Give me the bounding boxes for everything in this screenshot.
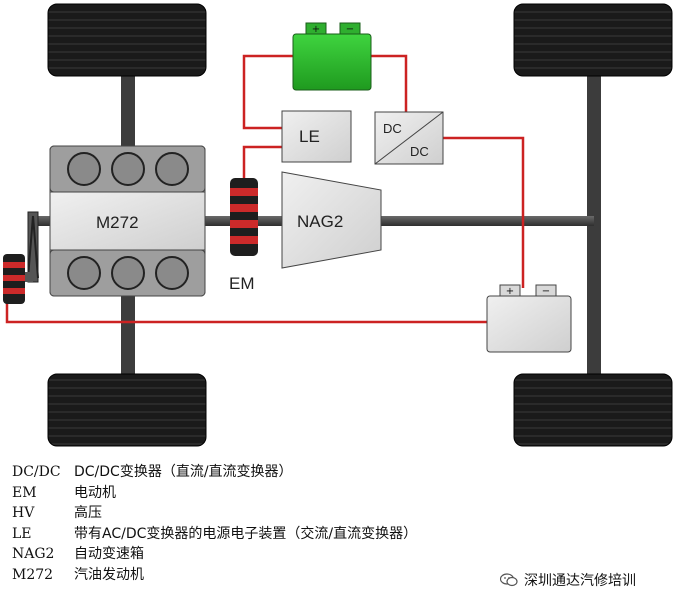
- legend-row-nag2: NAG2 自动变速箱: [12, 544, 432, 565]
- wire-battery-le: [242, 54, 293, 130]
- engine-m272: M272: [49, 145, 206, 297]
- watermark-text: 深圳通达汽修培训: [524, 573, 636, 589]
- legend-abbr: LE: [12, 525, 32, 542]
- dcdc-label-top: DC: [383, 121, 402, 136]
- wire-battery-dcdc: [371, 54, 408, 112]
- legend-abbr: HV: [12, 505, 35, 521]
- wire-starter-battery: [5, 300, 487, 324]
- legend-desc: 汽油发动机: [74, 566, 144, 583]
- dcdc-label-bottom: DC: [410, 144, 429, 159]
- wire-dcdc-battery: [443, 136, 525, 288]
- belt-pulley: [27, 211, 39, 283]
- hv-battery-minus-sign: −: [346, 24, 354, 35]
- dcdc-box: DC DC: [374, 111, 444, 165]
- lv-battery: + −: [486, 284, 572, 353]
- rear-axle-shaft: [587, 55, 601, 400]
- starter-generator: [3, 254, 33, 304]
- legend-desc: DC/DC变换器（直流/直流变换器）: [74, 464, 293, 480]
- legend-desc: 自动变速箱: [74, 546, 144, 562]
- powertrain-diagram: M272 EM NAG2 LE DC DC: [3, 3, 673, 447]
- legend-abbr: M272: [12, 566, 54, 583]
- em-label: EM: [229, 274, 255, 293]
- transmission-label: NAG2: [297, 212, 343, 231]
- le-box: LE: [281, 110, 352, 163]
- legend-row-dcdc: DC/DC DC/DC变换器（直流/直流变换器）: [12, 462, 432, 483]
- legend-row-hv: HV 高压: [12, 503, 432, 524]
- engine-label: M272: [96, 213, 139, 232]
- lv-battery-minus-sign: −: [542, 286, 550, 297]
- transmission-nag2: NAG2: [281, 171, 382, 269]
- electric-motor-em: EM: [229, 178, 258, 293]
- legend-abbr: EM: [12, 484, 37, 501]
- wire-le-em: [242, 145, 282, 182]
- legend-row-em: EM 电动机: [12, 483, 432, 504]
- hv-wiring: [5, 54, 525, 324]
- le-label: LE: [299, 127, 320, 146]
- tire-rear-left: [513, 3, 673, 77]
- lv-battery-plus-sign: +: [506, 286, 514, 297]
- legend-desc: 带有AC/DC变换器的电源电子装置（交流/直流变换器）: [74, 525, 418, 542]
- watermark: 深圳通达汽修培训: [500, 570, 636, 590]
- legend-row-m272: M272 汽油发动机: [12, 565, 432, 586]
- legend-desc: 高压: [74, 505, 102, 521]
- hv-battery: + −: [292, 22, 372, 91]
- legend: DC/DC DC/DC变换器（直流/直流变换器） EM 电动机 HV 高压 LE…: [12, 462, 432, 585]
- hv-battery-plus-sign: +: [312, 24, 320, 35]
- tire-rear-right: [513, 373, 673, 447]
- legend-row-le: LE 带有AC/DC变换器的电源电子装置（交流/直流变换器）: [12, 524, 432, 545]
- legend-abbr: NAG2: [12, 546, 55, 562]
- legend-desc: 电动机: [74, 484, 116, 501]
- tire-front-left: [47, 3, 207, 77]
- legend-abbr: DC/DC: [12, 464, 61, 480]
- wechat-icon: [500, 573, 518, 587]
- tires: [47, 3, 673, 447]
- tire-front-right: [47, 373, 207, 447]
